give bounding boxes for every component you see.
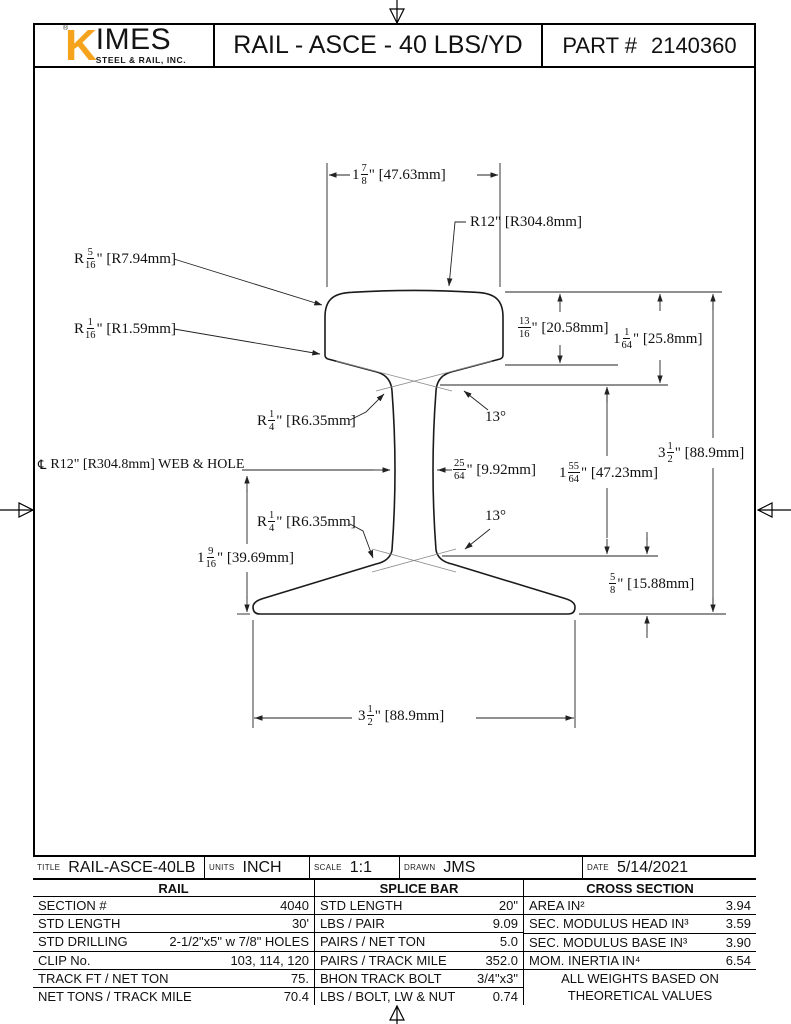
- dim-angle-lower: 13°: [485, 508, 506, 524]
- part-number-block: PART # 2140360: [543, 23, 756, 68]
- centerline-symbol: ℄: [38, 457, 47, 473]
- section-header-splice-bar: SPLICE BAR: [315, 878, 524, 896]
- section-header-rail: RAIL: [33, 878, 315, 896]
- part-label: PART #: [562, 32, 637, 58]
- titleblock-title: TITLE RAIL-ASCE-40LB: [33, 855, 205, 878]
- dimension-lines: [173, 163, 726, 728]
- part-number: 2140360: [650, 32, 737, 58]
- weights-note: ALL WEIGHTS BASED ON THEORETICAL VALUES: [524, 969, 756, 1005]
- header-divider: [33, 66, 756, 68]
- dim-web-hole-centerline: ℄ R12" [R304.8mm] WEB & HOLE: [38, 457, 245, 473]
- table-row: CLIP No.103, 114, 120: [33, 950, 314, 969]
- titleblock-scale: SCALE 1:1: [310, 855, 400, 878]
- table-row: SECTION #4040: [33, 896, 314, 914]
- titleblock-drawn: DRAWN JMS: [400, 855, 583, 878]
- registered-mark: ®: [63, 25, 69, 32]
- section-header-cross-section: CROSS SECTION: [524, 878, 756, 896]
- dim-head-radius: R12" [R304.8mm]: [470, 214, 582, 230]
- titleblock-units: UNITS INCH: [205, 855, 310, 878]
- logo-imes: IMES: [95, 22, 172, 56]
- logo: ® K IMES STEEL & RAIL, INC.: [33, 23, 215, 68]
- drawing-title: RAIL - ASCE - 40 LBS/YD: [215, 23, 543, 68]
- titleblock-date: DATE 5/14/2021: [583, 855, 756, 878]
- logo-subtitle: STEEL & RAIL, INC.: [95, 55, 187, 66]
- rail-profile-path: [252, 289, 576, 615]
- dim-angle-upper: 13°: [485, 409, 506, 425]
- drawing-title-text: RAIL - ASCE - 40 LBS/YD: [233, 31, 523, 59]
- logo-k-letter: K: [65, 20, 97, 70]
